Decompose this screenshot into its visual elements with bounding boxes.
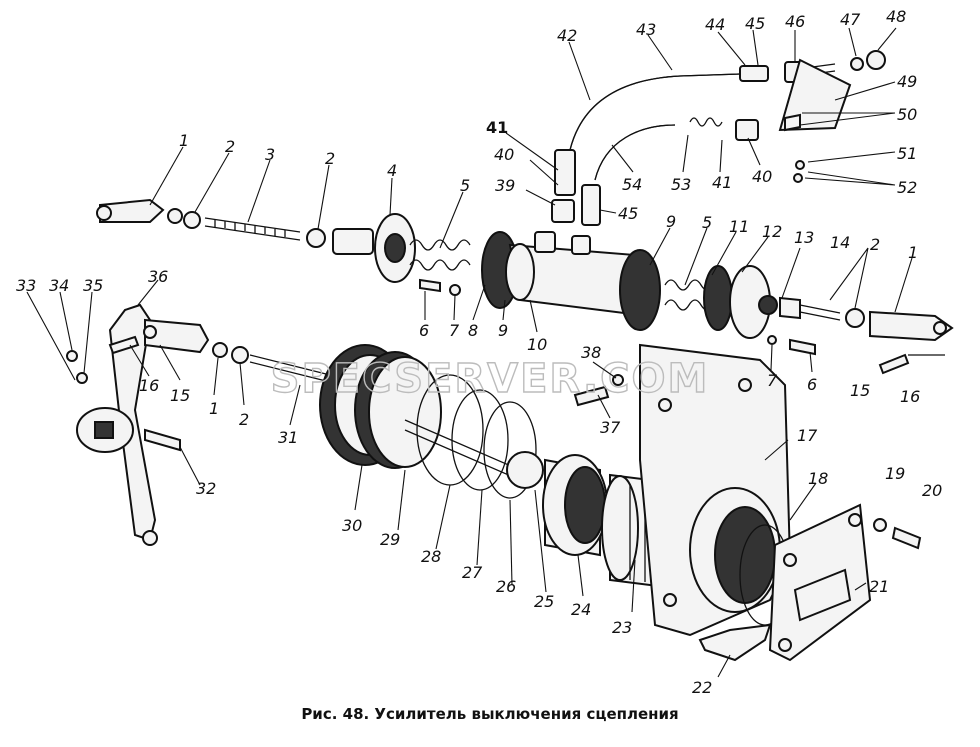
label-2: 2 <box>325 149 335 168</box>
label-47: 47 <box>840 10 861 29</box>
label-42: 42 <box>557 26 577 45</box>
housing-plate <box>639 343 945 662</box>
label-9: 9 <box>498 321 508 340</box>
label-1: 1 <box>908 243 918 262</box>
label-45: 45 <box>745 14 765 33</box>
label-3: 3 <box>265 145 275 164</box>
label-5: 5 <box>460 176 470 195</box>
label-51: 51 <box>897 144 917 163</box>
cylinder-piston-group <box>319 344 691 592</box>
label-1: 1 <box>179 131 189 150</box>
label-45: 45 <box>618 204 638 223</box>
label-6: 6 <box>419 321 429 340</box>
label-26: 26 <box>496 577 516 596</box>
label-16: 16 <box>139 376 159 395</box>
label-7: 7 <box>449 321 460 340</box>
label-41: 41 <box>712 173 732 192</box>
label-25: 25 <box>534 592 554 611</box>
label-12: 12 <box>762 222 782 241</box>
label-16: 16 <box>900 387 920 406</box>
label-15: 15 <box>170 386 190 405</box>
label-5: 5 <box>702 213 712 232</box>
label-2: 2 <box>225 137 235 156</box>
label-2: 2 <box>870 235 880 254</box>
hose-assembly <box>551 50 886 226</box>
label-9: 9 <box>666 212 676 231</box>
label-8: 8 <box>468 321 478 340</box>
label-54: 54 <box>622 175 642 194</box>
label-7: 7 <box>767 371 778 390</box>
leader-lines <box>26 27 913 678</box>
label-23: 23 <box>612 618 632 637</box>
label-30: 30 <box>342 516 362 535</box>
label-14: 14 <box>830 233 850 252</box>
label-36: 36 <box>148 267 168 286</box>
label-53: 53 <box>671 175 691 194</box>
label-38: 38 <box>581 343 601 362</box>
label-13: 13 <box>794 228 814 247</box>
label-46: 46 <box>785 12 805 31</box>
label-49: 49 <box>897 72 917 91</box>
label-4: 4 <box>387 161 397 180</box>
label-40: 40 <box>752 167 772 186</box>
label-19: 19 <box>885 464 905 483</box>
valve-body-assembly <box>409 231 954 356</box>
label-31: 31 <box>278 428 298 447</box>
label-24: 24 <box>571 600 591 619</box>
label-44: 44 <box>705 15 725 34</box>
label-41: 41 <box>486 118 508 137</box>
label-20: 20 <box>922 481 942 500</box>
label-18: 18 <box>808 469 828 488</box>
label-33: 33 <box>16 276 36 295</box>
label-52: 52 <box>897 178 917 197</box>
watermark-text: SPECSERVER.COM <box>271 356 710 402</box>
label-2: 2 <box>239 410 249 429</box>
label-6: 6 <box>807 375 817 394</box>
label-21: 21 <box>869 577 889 596</box>
label-43: 43 <box>636 20 656 39</box>
label-1: 1 <box>209 399 219 418</box>
label-28: 28 <box>421 547 441 566</box>
label-37: 37 <box>600 418 621 437</box>
label-40: 40 <box>494 145 514 164</box>
label-35: 35 <box>83 276 103 295</box>
release-lever-assembly <box>66 303 331 546</box>
figure-caption: Рис. 48. Усилитель выключения сцепления <box>301 705 679 723</box>
label-29: 29 <box>380 530 400 549</box>
label-27: 27 <box>462 563 483 582</box>
label-11: 11 <box>729 217 749 236</box>
label-22: 22 <box>692 678 712 697</box>
label-10: 10 <box>527 335 547 354</box>
part-labels: 1 2 3 2 4 5 6 7 8 9 9 10 5 11 12 13 14 2… <box>16 7 942 697</box>
label-17: 17 <box>797 426 818 445</box>
label-34: 34 <box>49 276 69 295</box>
label-15: 15 <box>850 381 870 400</box>
label-32: 32 <box>196 479 216 498</box>
label-39: 39 <box>495 176 515 195</box>
label-48: 48 <box>886 7 906 26</box>
upper-left-rod-assembly <box>96 198 416 283</box>
label-50: 50 <box>897 105 917 124</box>
